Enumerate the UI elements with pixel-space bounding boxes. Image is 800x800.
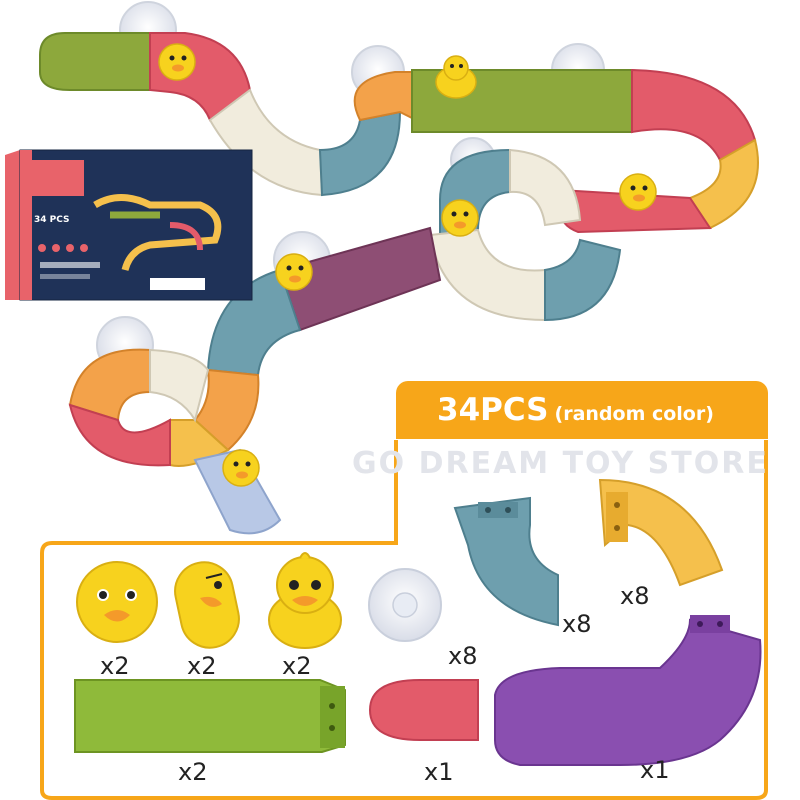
part-blue-curve	[453, 496, 559, 627]
track-red-curve-lower	[68, 403, 171, 467]
qty-blue-curve: x8	[562, 610, 592, 638]
part-red-cap	[368, 679, 479, 741]
duck-on-track-4	[441, 199, 479, 237]
part-duck-standing	[268, 552, 342, 649]
part-duck-capsule	[174, 561, 240, 649]
track-green-top	[39, 32, 151, 91]
piece-count-label: 34PCS	[437, 392, 549, 428]
track-cream-spiral-middle	[509, 148, 582, 227]
track-lightblue-slide	[193, 448, 282, 535]
track-red-curve-right	[631, 68, 757, 162]
product-box: 34 PCS	[5, 149, 253, 301]
assembled-track-set	[39, 1, 759, 535]
duck-on-track-3	[619, 173, 657, 211]
qty-green-straight: x2	[178, 758, 208, 786]
qty-duck-standing: x2	[282, 652, 312, 680]
qty-suction-cup: x8	[448, 642, 478, 670]
part-green-straight	[74, 679, 346, 753]
duck-on-track-6	[222, 449, 260, 487]
part-yellow-curve	[598, 478, 724, 587]
qty-duck-capsule: x2	[187, 652, 217, 680]
qty-duck-ball: x2	[100, 652, 130, 680]
part-suction-cup	[368, 568, 442, 642]
qty-purple-slide: x1	[640, 756, 670, 784]
part-duck-ball	[76, 561, 158, 643]
duck-on-track-2	[435, 55, 477, 99]
random-color-note: (random color)	[554, 403, 714, 425]
piece-count-badge	[396, 381, 768, 439]
parts-frame-border	[40, 440, 768, 800]
track-blue-curve-top	[318, 110, 402, 197]
track-cream-curve-lower	[149, 348, 210, 423]
qty-yellow-curve: x8	[620, 582, 650, 610]
track-blue-lower-middle	[544, 238, 622, 322]
part-purple-slide	[494, 615, 762, 766]
box-piece-count: 34 PCS	[34, 215, 70, 225]
store-watermark: GO DREAM TOY STORE	[352, 446, 769, 481]
piece-count-badge-text: 34PCS(random color)	[437, 392, 714, 428]
duck-on-track-1	[158, 43, 196, 81]
duck-on-track-5	[275, 253, 313, 291]
track-yellow-curve-right	[688, 138, 759, 230]
track-cream-lower-middle	[428, 228, 546, 322]
qty-red-cap: x1	[424, 758, 454, 786]
